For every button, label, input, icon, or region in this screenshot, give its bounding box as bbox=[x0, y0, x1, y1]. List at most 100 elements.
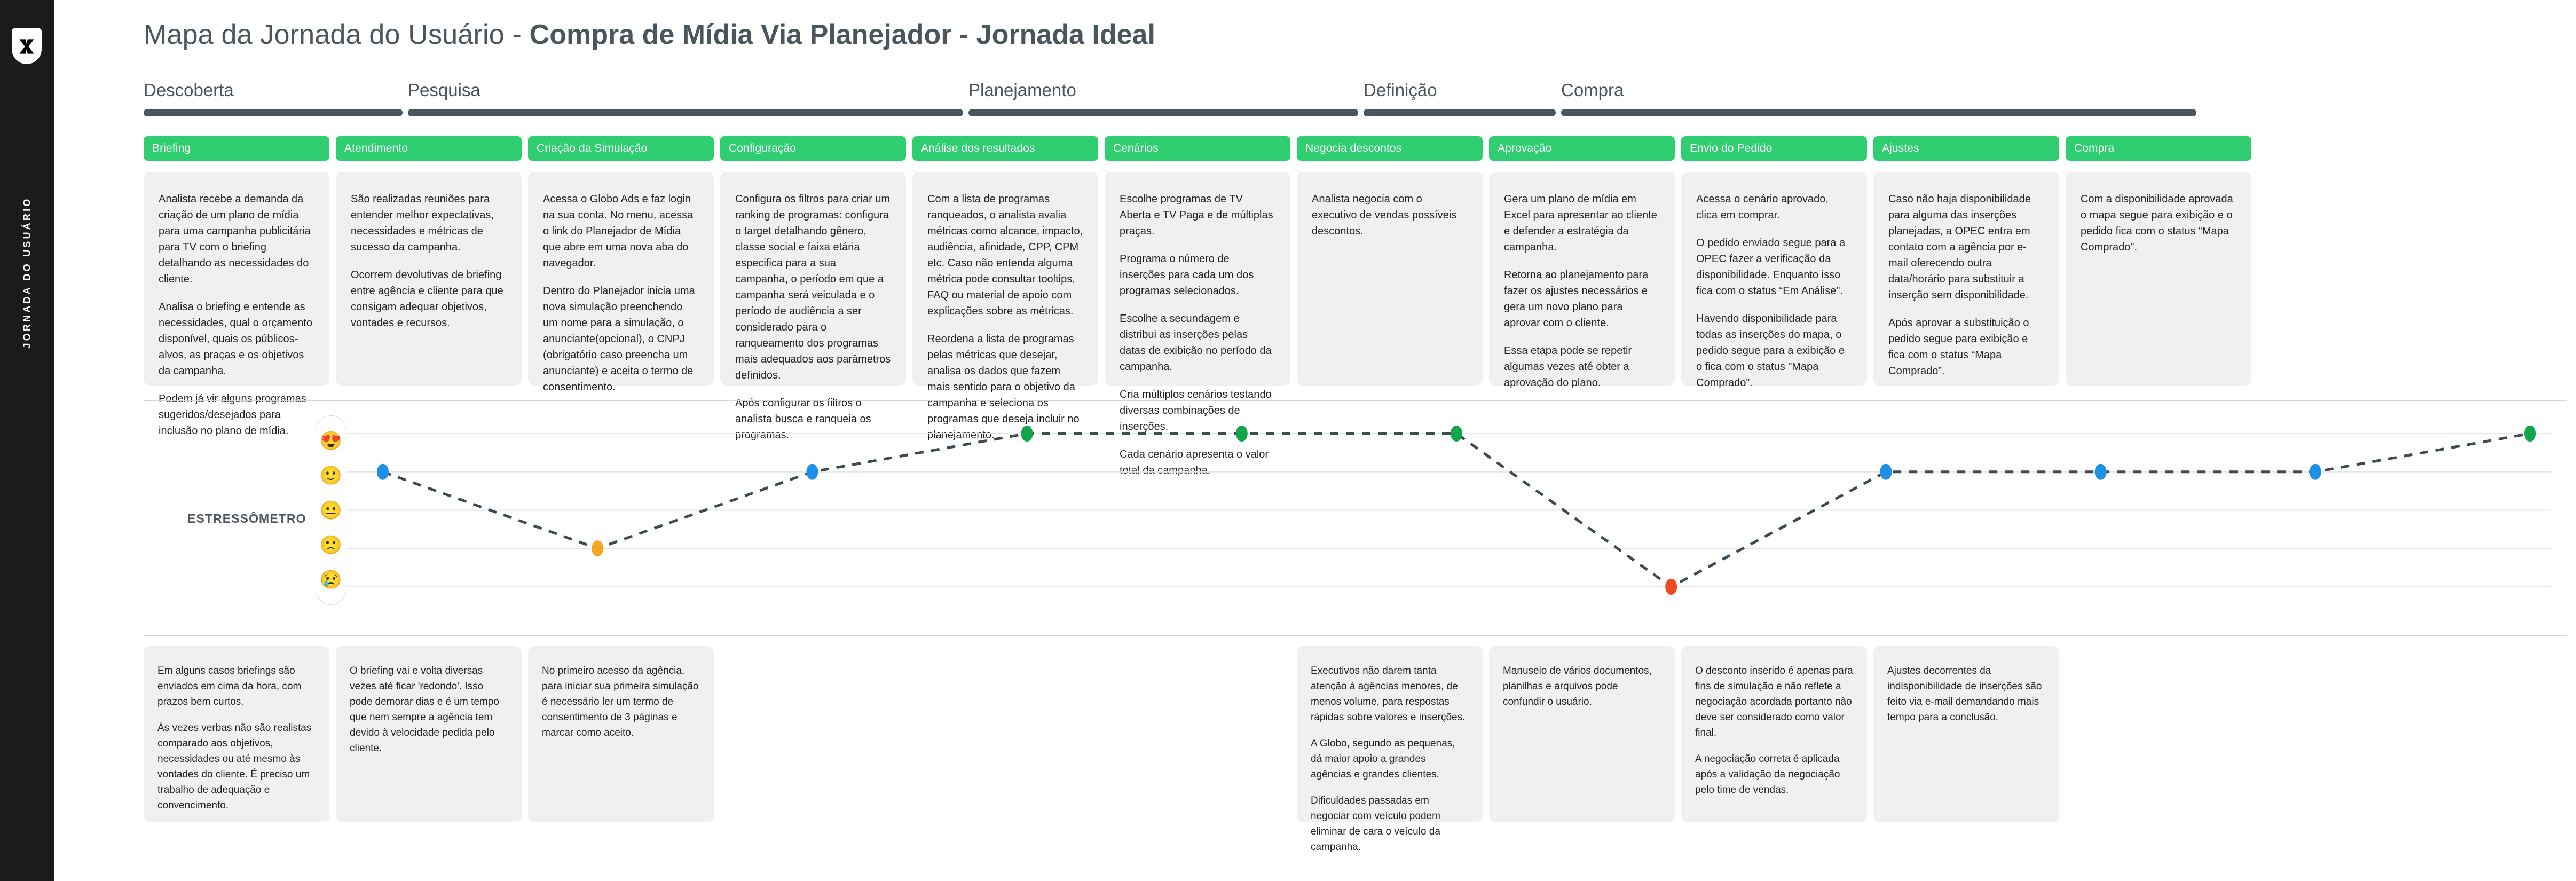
phase-bar bbox=[408, 109, 963, 116]
phase-3: Planejamento bbox=[968, 80, 1358, 116]
card-paragraph: Com a lista de programas ranqueados, o a… bbox=[927, 193, 1083, 317]
card-paragraph: Caso não haja disponibilidade para algum… bbox=[1888, 193, 2031, 301]
pain-point-card-2: O briefing vai e volta diversas vezes at… bbox=[336, 646, 522, 822]
emoji-scale-pill: 😍🙂😐🙁😢 bbox=[316, 415, 346, 605]
what-happens-card-11: Com a disponibilidade aprovada o mapa se… bbox=[2066, 172, 2251, 386]
pain-point-card-6: O desconto inserido é apenas para fins d… bbox=[1681, 646, 1867, 822]
card-paragraph: Analista recebe a demanda da criação de … bbox=[159, 193, 311, 285]
card-paragraph: O briefing vai e volta diversas vezes at… bbox=[350, 665, 499, 754]
stress-data-point-5[interactable] bbox=[1235, 426, 1248, 442]
phase-bar bbox=[968, 109, 1358, 116]
card-paragraph: Acessa o cenário aprovado, clica em comp… bbox=[1696, 193, 1829, 221]
step-chip-8[interactable]: Aprovação bbox=[1489, 136, 1675, 161]
phase-label: Compra bbox=[1561, 80, 1624, 100]
card-paragraph: Ocorrem devolutivas de briefing entre ag… bbox=[351, 269, 503, 329]
card-paragraph: Às vezes verbas não são realistas compar… bbox=[157, 722, 312, 811]
smiling-emoji: 🙂 bbox=[319, 465, 343, 486]
card-paragraph: Com a disponibilidade aprovada o mapa se… bbox=[2081, 193, 2233, 253]
shield-bowtie-logo-icon bbox=[19, 38, 34, 54]
step-chip-row: Briefing Atendimento Criação da Simulação C… bbox=[54, 136, 2576, 163]
card-paragraph: Após aprovar a substituição o pedido seg… bbox=[1888, 317, 2029, 377]
what-happens-card-2: São realizadas reuniões para entender me… bbox=[336, 172, 522, 386]
brand-logo bbox=[12, 28, 42, 64]
phase-1: Descoberta bbox=[144, 80, 403, 116]
stress-data-point-3[interactable] bbox=[806, 463, 818, 480]
pain-point-card-4: Executivos não darem tanta atenção à agê… bbox=[1297, 646, 1483, 853]
step-chip-label: Envio do Pedido bbox=[1690, 142, 1773, 154]
step-chip-label: Criação da Simulação bbox=[537, 142, 648, 154]
stress-data-point-1[interactable] bbox=[377, 463, 389, 480]
step-chip-7[interactable]: Negocia descontos bbox=[1297, 136, 1483, 161]
card-paragraph: Escolhe programas de TV Aberta e TV Paga… bbox=[1120, 193, 1273, 237]
card-paragraph: Escolhe a secundagem e distribui as inse… bbox=[1120, 313, 1272, 373]
what-happens-card-3: Acessa o Globo Ads e faz login na sua co… bbox=[528, 172, 714, 393]
page-title: Mapa da Jornada do Usuário - Compra de M… bbox=[144, 19, 1155, 51]
stress-data-point-6[interactable] bbox=[1451, 426, 1462, 442]
card-paragraph: Configura os filtros para criar um ranki… bbox=[735, 193, 891, 381]
phase-5: Compra bbox=[1561, 80, 2196, 116]
section-divider-top bbox=[144, 400, 2567, 401]
stress-data-point-11[interactable] bbox=[2524, 426, 2536, 442]
sidebar-vertical-label: JORNADA DO USUÁRIO bbox=[21, 196, 32, 349]
stress-data-point-9[interactable] bbox=[2094, 463, 2107, 480]
step-chip-6[interactable]: Cenários bbox=[1105, 136, 1290, 161]
stress-line-chart bbox=[346, 415, 2551, 605]
card-paragraph: A Globo, segundo as pequenas, dá maior a… bbox=[1311, 738, 1455, 780]
card-paragraph: Analisa o briefing e entende as necessid… bbox=[159, 301, 312, 377]
card-paragraph: Reordena a lista de programas pelas métr… bbox=[927, 333, 1080, 441]
card-paragraph: Cria múltiplos cenários testando diversa… bbox=[1120, 389, 1272, 432]
pain-point-card-1: Em alguns casos briefings são enviados e… bbox=[144, 646, 329, 822]
card-paragraph: Havendo disponibilidade para todas as in… bbox=[1696, 313, 1845, 389]
card-paragraph: Dificuldades passadas em negociar com ve… bbox=[1311, 795, 1440, 853]
card-paragraph: Cada cenário apresenta o valor total da … bbox=[1120, 449, 1269, 476]
crying-emoji: 😢 bbox=[319, 569, 343, 590]
page-title-bold: Compra de Mídia Via Planejador - Jornada… bbox=[529, 19, 1155, 50]
what-happens-card-6: Escolhe programas de TV Aberta e TV Paga… bbox=[1105, 172, 1290, 476]
stress-data-point-7[interactable] bbox=[1665, 579, 1677, 595]
step-chip-5[interactable]: Análise dos resultados bbox=[912, 136, 1098, 161]
step-chip-9[interactable]: Envio do Pedido bbox=[1681, 136, 1867, 161]
card-paragraph: Acessa o Globo Ads e faz login na sua co… bbox=[543, 193, 694, 269]
step-chip-label: Negocia descontos bbox=[1305, 142, 1402, 154]
phase-label: Pesquisa bbox=[408, 80, 480, 100]
what-happens-card-4: Configura os filtros para criar um ranki… bbox=[720, 172, 906, 441]
step-chip-label: Atendimento bbox=[344, 142, 408, 154]
what-happens-card-8: Gera um plano de mídia em Excel para apr… bbox=[1489, 172, 1675, 389]
step-chip-label: Briefing bbox=[152, 142, 191, 154]
what-happens-card-7: Analista negocia com o executivo de vend… bbox=[1297, 172, 1483, 386]
card-paragraph: Executivos não darem tanta atenção à agê… bbox=[1311, 665, 1466, 723]
stress-meter-zone: 😍🙂😐🙁😢 bbox=[54, 411, 2576, 625]
phase-2: Pesquisa bbox=[408, 80, 963, 116]
row-label-stress-meter: ESTRESSÔMETRO bbox=[187, 512, 306, 525]
step-chip-label: Aprovação bbox=[1498, 142, 1552, 154]
step-chip-11[interactable]: Compra bbox=[2066, 136, 2251, 161]
heart-eyes-emoji: 😍 bbox=[319, 430, 343, 451]
card-paragraph: Dentro do Planejador inicia uma nova sim… bbox=[543, 285, 695, 393]
stress-data-point-8[interactable] bbox=[1880, 463, 1892, 480]
card-paragraph: A negociação correta é aplicada após a v… bbox=[1695, 753, 1840, 796]
step-chip-4[interactable]: Configuração bbox=[720, 136, 906, 161]
what-happens-row: Analista recebe a demanda da criação de … bbox=[54, 172, 2576, 476]
step-chip-1[interactable]: Briefing bbox=[144, 136, 329, 161]
stress-data-point-4[interactable] bbox=[1021, 426, 1033, 442]
card-paragraph: O pedido enviado segue para a OPEC fazer… bbox=[1696, 237, 1846, 297]
step-chip-label: Compra bbox=[2074, 142, 2115, 154]
card-paragraph: Programa o número de inserções para cada… bbox=[1120, 253, 1254, 297]
pain-point-card-5: Manuseio de vários documentos, planilhas… bbox=[1489, 646, 1675, 822]
step-chip-3[interactable]: Criação da Simulação bbox=[528, 136, 714, 161]
what-happens-card-10: Caso não haja disponibilidade para algum… bbox=[1873, 172, 2059, 386]
step-chip-label: Análise dos resultados bbox=[921, 142, 1035, 154]
phase-bar bbox=[144, 109, 403, 116]
step-chip-label: Configuração bbox=[729, 142, 797, 154]
step-chip-2[interactable]: Atendimento bbox=[336, 136, 522, 161]
frowning-emoji: 🙁 bbox=[319, 534, 343, 555]
step-chip-label: Cenários bbox=[1113, 142, 1159, 154]
step-chip-10[interactable]: Ajustes bbox=[1873, 136, 2059, 161]
stress-data-point-2[interactable] bbox=[592, 540, 604, 557]
phase-label: Definição bbox=[1364, 80, 1437, 100]
stress-data-point-10[interactable] bbox=[2309, 463, 2321, 480]
phase-label: Planejamento bbox=[968, 80, 1076, 100]
stress-chart-svg bbox=[346, 426, 2551, 595]
